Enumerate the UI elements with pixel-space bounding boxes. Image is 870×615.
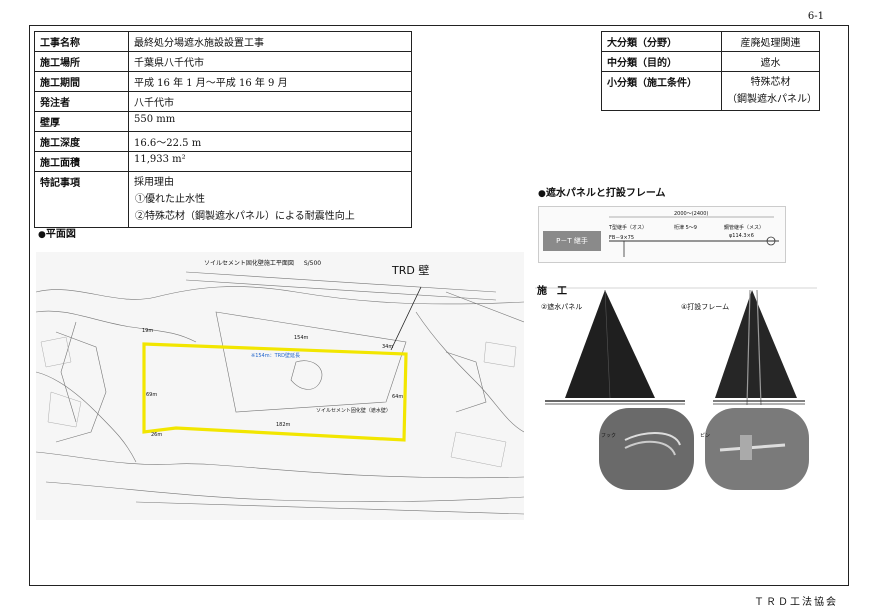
footer-org: ＴＲＤ工法協会 [754, 597, 838, 608]
length-label: 26m [151, 432, 163, 438]
special-note-line: ②特殊芯材（鋼製遮水パネル）による耐震性向上 [135, 211, 355, 222]
panel-section-title: ●遮水パネルと打設フレーム [538, 184, 666, 199]
class-value: 遮水 [721, 51, 820, 72]
special-notes-label: 特記事項 [34, 171, 129, 228]
profile-dim: 2000～(2400) [674, 211, 709, 217]
special-note-line: ①優れた止水性 [135, 194, 205, 205]
plan-note: ※154m：TRD壁延長 [251, 353, 300, 359]
site-plan-svg [36, 252, 524, 520]
pin-label: ピン [700, 433, 711, 439]
class-label: 大分類（分野） [601, 31, 722, 52]
site-plan-drawing: ソイルセメント固化壁施工平面図 S/500 ※154m：TRD壁延長 ソイルセメ… [36, 252, 524, 520]
special-notes-value: 採用理由 ①優れた止水性 ②特殊芯材（鋼製遮水パネル）による耐震性向上 [128, 171, 412, 228]
info-row: 工事名称最終処分場遮水施設設置工事 [34, 31, 412, 52]
info-label: 工事名称 [34, 31, 129, 52]
bullet-icon: ● [538, 189, 546, 199]
class-value-line: 特殊芯材 [750, 77, 791, 88]
plan-drawing-title: ソイルセメント固化壁施工平面図 S/500 [204, 258, 321, 267]
class-row: 大分類（分野） 産廃処理関連 [601, 31, 820, 52]
panel-frame-svg [535, 287, 817, 490]
page-frame [29, 25, 849, 586]
trd-wall-label: TRD 壁 [392, 264, 430, 277]
info-row: 発注者八千代市 [34, 91, 412, 112]
info-label: 施工面積 [34, 151, 129, 172]
info-row: 施工場所千葉県八千代市 [34, 51, 412, 72]
class-label: 小分類（施工条件） [601, 71, 722, 111]
info-value: 16.6～22.5 m [128, 131, 412, 152]
plan-title: ソイルセメント固化壁施工平面図 [204, 260, 294, 267]
length-label: 182m [276, 422, 291, 428]
profile-svg [609, 216, 779, 257]
special-notes-row: 特記事項 採用理由 ①優れた止水性 ②特殊芯材（鋼製遮水パネル）による耐震性向上 [34, 171, 412, 228]
class-value: 産廃処理関連 [721, 31, 820, 52]
classification-table: 大分類（分野） 産廃処理関連 中分類（目的） 遮水 小分類（施工条件） 特殊芯材… [601, 31, 820, 111]
info-row: 施工期間平成 16 年 1 月～平成 16 年 9 月 [34, 71, 412, 92]
class-row: 小分類（施工条件） 特殊芯材 （鋼製遮水パネル） [601, 71, 820, 111]
info-value: 八千代市 [128, 91, 412, 112]
page-number: 6-1 [807, 11, 824, 22]
info-value: 550 mm [128, 111, 412, 132]
class-label: 中分類（目的） [601, 51, 722, 72]
bullet-icon: ● [38, 230, 46, 240]
class-value-line: （鋼製遮水パネル） [727, 94, 817, 105]
info-value: 最終処分場遮水施設設置工事 [128, 31, 412, 52]
joint-profile-drawing: P－T 継手 2000～(2400) T型継手（オス） 桁津 5～9 FB－9×… [538, 206, 786, 263]
class-row: 中分類（目的） 遮水 [601, 51, 820, 72]
panel-label: ②遮水パネル [541, 303, 583, 311]
length-label: 154m [294, 335, 309, 341]
profile-label: T型継手（オス） [609, 225, 648, 231]
plan-scale: S/500 [303, 260, 322, 267]
frame-label: ④打設フレーム [681, 303, 730, 311]
panel-title-text: 遮水パネルと打設フレーム [545, 188, 666, 199]
trd-wall-outline [142, 342, 408, 442]
length-label: 19m [142, 328, 154, 334]
profile-label: FB－9×75 [609, 235, 635, 241]
info-label: 発注者 [34, 91, 129, 112]
length-label: 69m [146, 392, 158, 398]
plan-wall-label: ソイルセメント固化壁（遮水壁） [316, 408, 391, 414]
length-label: 64m [392, 394, 404, 400]
project-info-table: 工事名称最終処分場遮水施設設置工事施工場所千葉県八千代市施工期間平成 16 年 … [34, 31, 412, 228]
pt-joint-box: P－T 継手 [543, 231, 601, 251]
info-value: 11,933 m² [128, 151, 412, 172]
info-label: 壁厚 [34, 111, 129, 132]
info-value: 千葉県八千代市 [128, 51, 412, 72]
info-label: 施工期間 [34, 71, 129, 92]
info-label: 施工場所 [34, 51, 129, 72]
profile-label: φ114.3×6 [729, 233, 754, 239]
info-label: 施工深度 [34, 131, 129, 152]
profile-label: 鋼管継手（メス） [724, 225, 765, 231]
hook-label: フック [601, 433, 617, 439]
length-label: 34m [382, 344, 394, 350]
class-value: 特殊芯材 （鋼製遮水パネル） [721, 71, 820, 111]
info-value: 平成 16 年 1 月～平成 16 年 9 月 [128, 71, 412, 92]
panel-frame-photo: ②遮水パネル ④打設フレーム フック ピン [535, 280, 817, 493]
plan-title-text: 平面図 [45, 229, 76, 240]
special-note-line: 採用理由 [134, 177, 174, 188]
construct-title: 施 工 [537, 286, 567, 297]
plan-section-title: ●平面図 [38, 225, 76, 240]
profile-label: 桁津 5～9 [674, 225, 697, 231]
